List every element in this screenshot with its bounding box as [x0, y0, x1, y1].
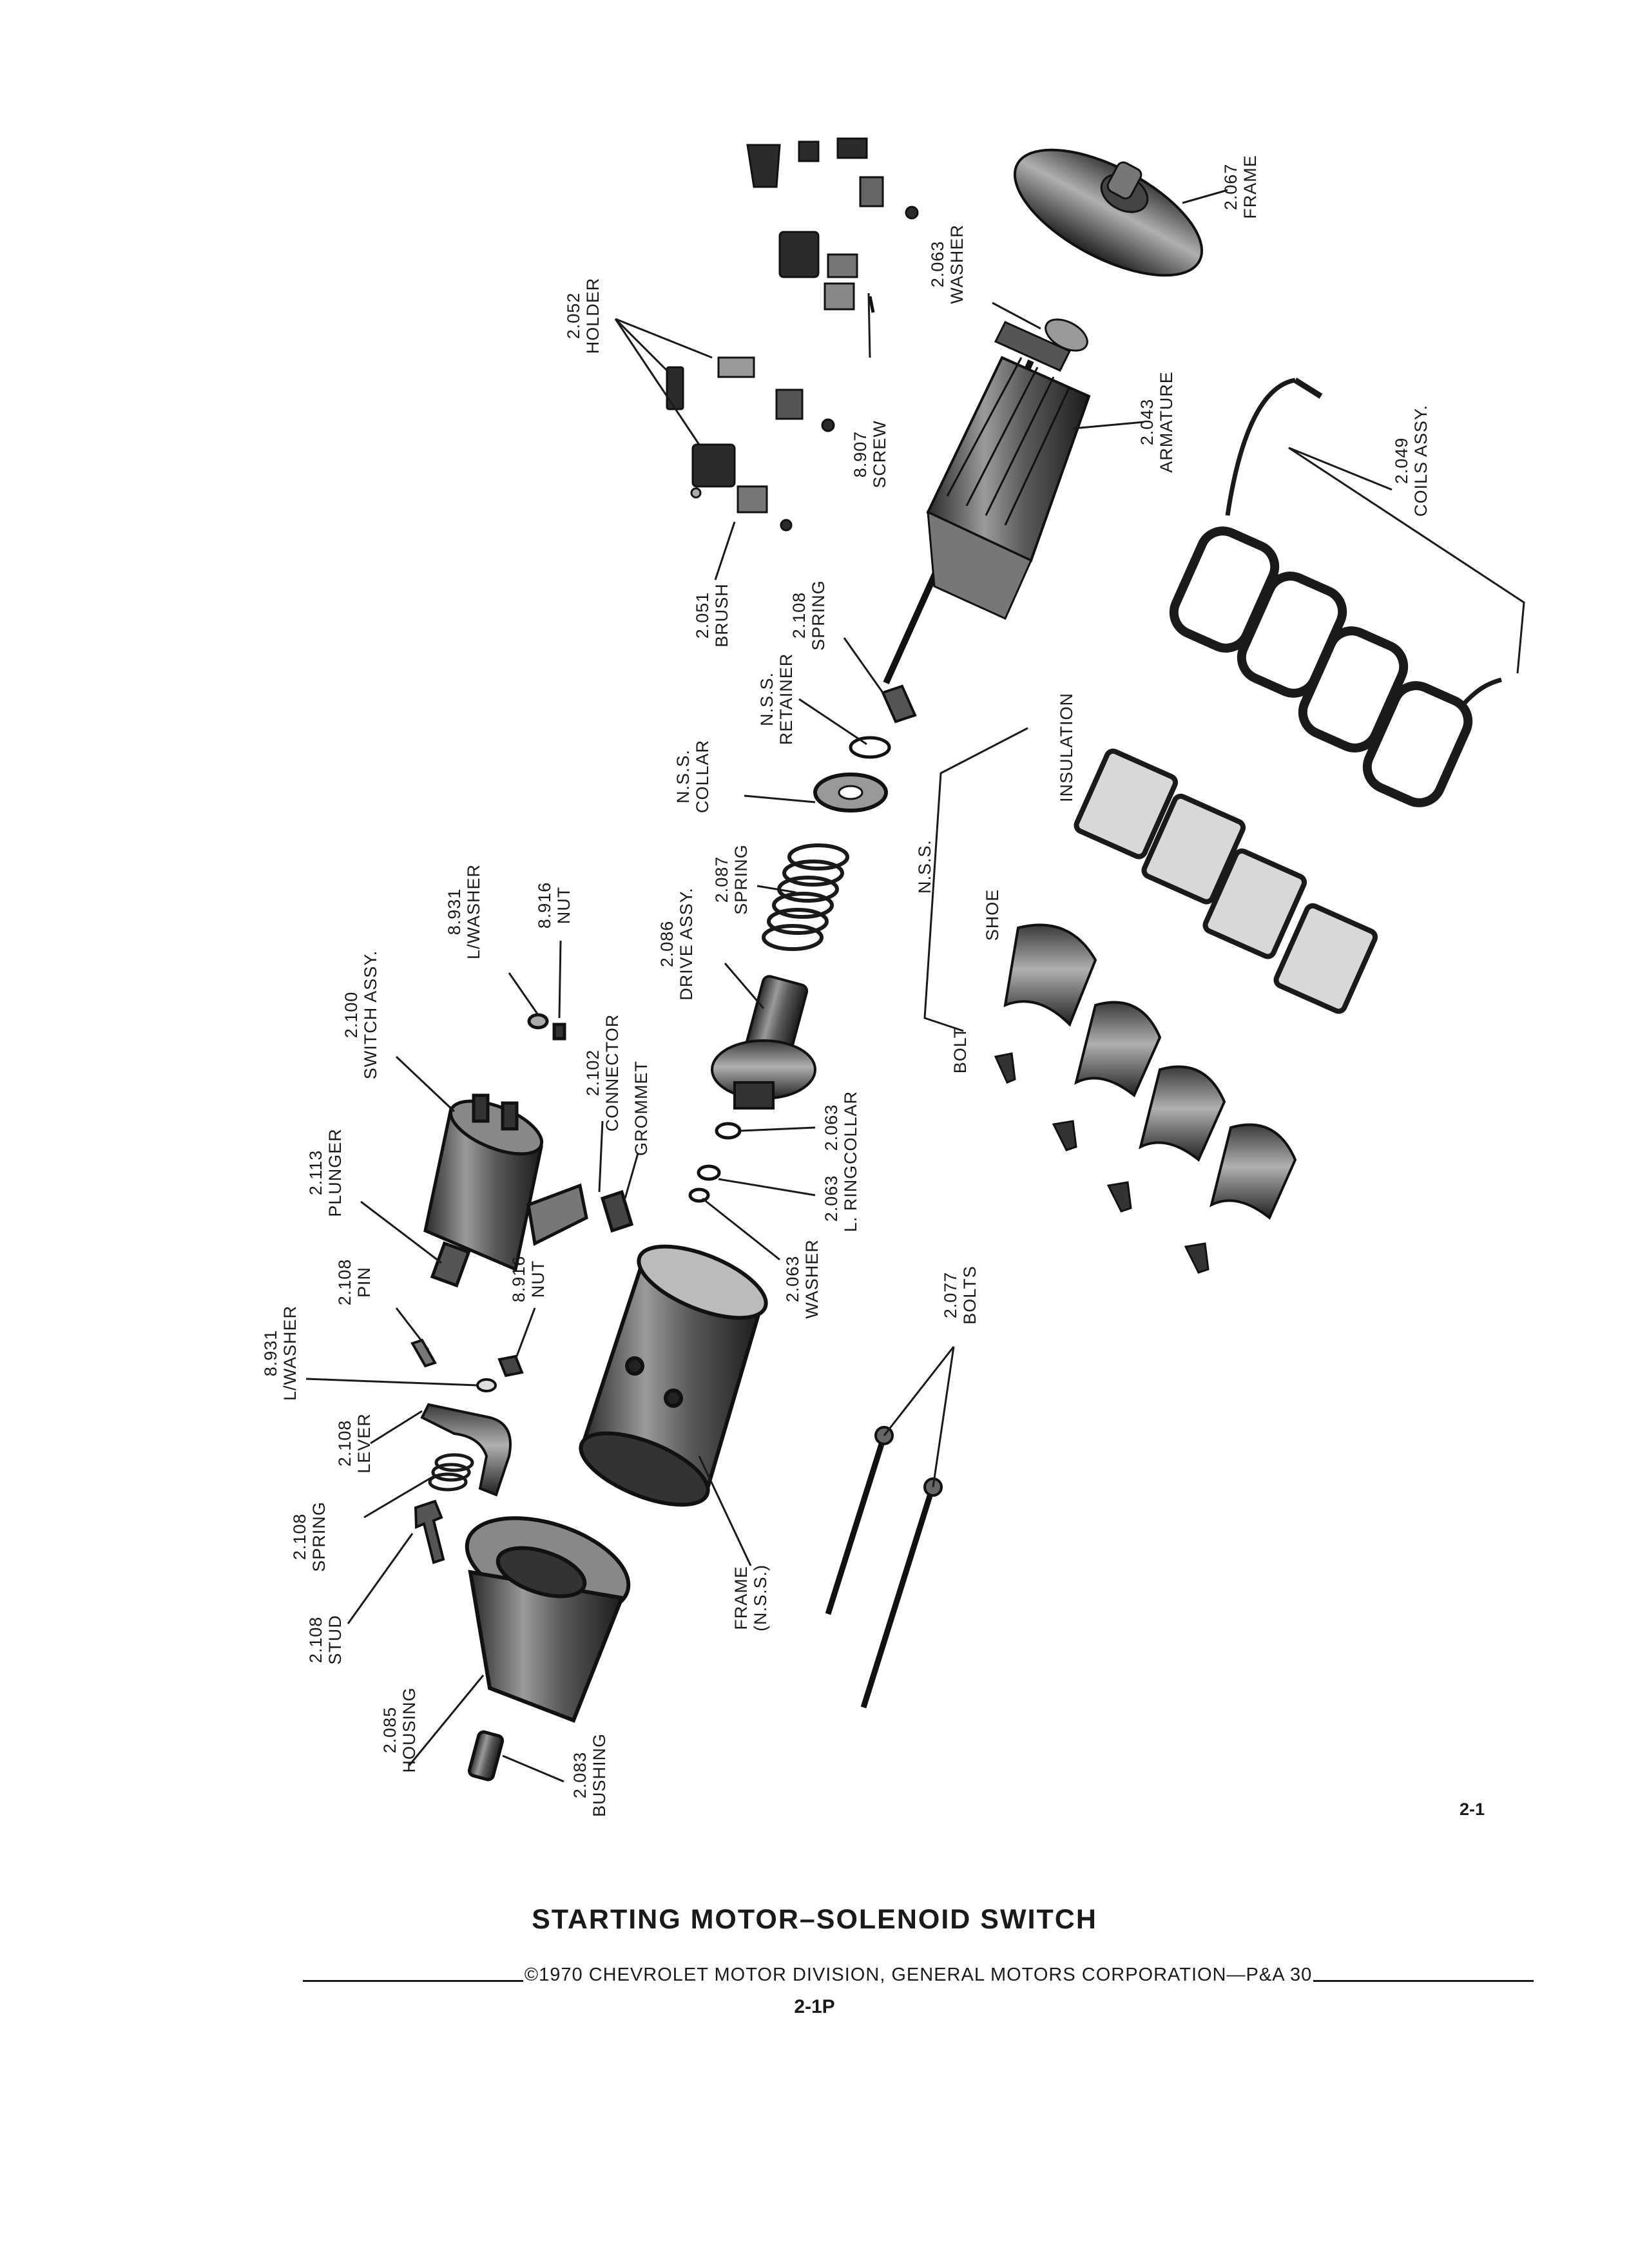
armature-part: [883, 318, 1091, 685]
label-retainer-nss: N.S.S.RETAINER: [757, 653, 796, 745]
right-rule: [1313, 1979, 1534, 1982]
collar-ring-washer: [688, 1122, 742, 1203]
through-bolts-part: [825, 1426, 943, 1709]
drive-assembly-part: [711, 975, 816, 1110]
spring-retainer-collar: [813, 684, 917, 812]
lever-linkage-parts: [410, 1338, 524, 1564]
label-bolt: BOLT: [950, 1026, 970, 1074]
copyright-line: ©1970 CHEVROLET MOTOR DIVISION, GENERAL …: [303, 1959, 1534, 1991]
field-coils-part: [1169, 378, 1502, 807]
label-grommet: GROMMET: [631, 1061, 651, 1156]
insulation-part: [1074, 748, 1378, 1014]
label-nss-shoe-bolt: N.S.S.: [915, 839, 934, 894]
solenoid-switch-part: [423, 1013, 634, 1288]
leader-lines: [305, 189, 1525, 1783]
main-frame-part: [579, 1244, 768, 1507]
label-collar-nss: N.S.S.COLLAR: [673, 739, 712, 814]
copyright-text: ©1970 CHEVROLET MOTOR DIVISION, GENERAL …: [524, 1964, 1313, 1985]
bushing-part: [467, 1730, 505, 1782]
label-insulation: INSULATION: [1057, 692, 1076, 803]
shoe-bolt-part: [994, 1052, 1210, 1274]
page-number: 2-1P: [794, 1996, 835, 2017]
left-rule: [303, 1979, 523, 1982]
pole-shoe-part: [1003, 923, 1297, 1220]
label-frame-nss: FRAME(N.S.S.): [731, 1564, 770, 1632]
drive-housing-part: [465, 1516, 631, 1723]
brush-holder-parts: [666, 137, 919, 532]
page-title: STARTING MOTOR–SOLENOID SWITCH: [532, 1904, 1097, 1935]
figure-number: 2-1: [1460, 1800, 1485, 1819]
label-shoe: SHOE: [983, 889, 1002, 941]
end-frame-part: [1013, 148, 1204, 277]
drive-spring-part: [762, 843, 849, 951]
